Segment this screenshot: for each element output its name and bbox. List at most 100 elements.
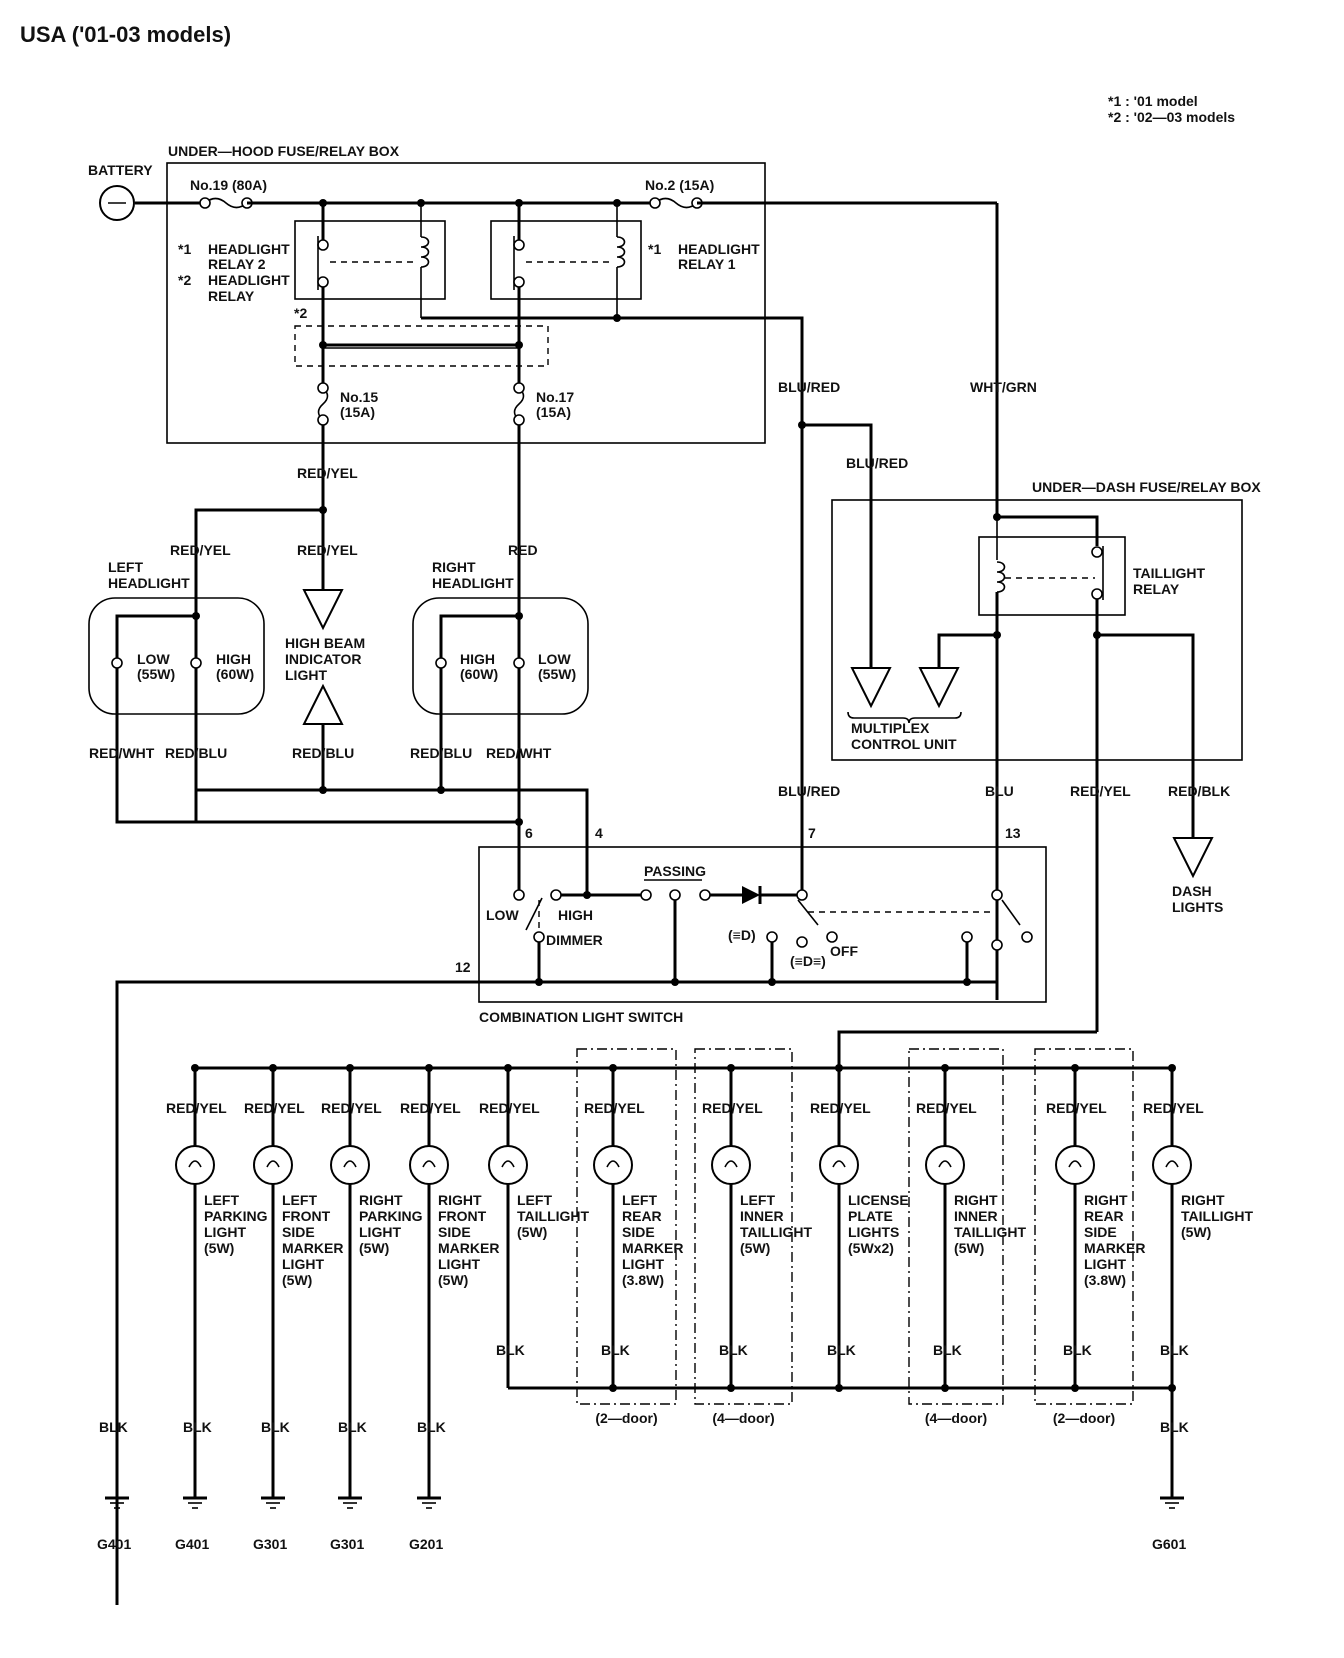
wire <box>196 788 589 896</box>
wire-label: BLK <box>338 1419 367 1435</box>
high-beam-bulb-icon <box>190 657 202 669</box>
fuse-2-icon <box>654 197 698 209</box>
underdash-title: UNDER—DASH FUSE/RELAY BOX <box>1032 479 1261 495</box>
door-option-box <box>694 1048 793 1405</box>
fuse-15-icon <box>317 387 329 421</box>
relay2-label-1: HEADLIGHT <box>208 241 290 257</box>
wire-label: BLK <box>933 1342 962 1358</box>
wire-label: BLU/RED <box>778 379 840 395</box>
filament-icon <box>1165 1160 1179 1168</box>
splice-dot <box>535 978 543 986</box>
lamp-label: FRONT <box>438 1208 487 1224</box>
underhood-title: UNDER—HOOD FUSE/RELAY BOX <box>168 143 400 159</box>
lamp-label: MARKER <box>1084 1240 1145 1256</box>
lamp-bulb-icon <box>593 1145 633 1185</box>
lamp-label: PARKING <box>204 1208 268 1224</box>
low-watt: (55W) <box>538 666 576 682</box>
wire-label: RED/YEL <box>166 1100 227 1116</box>
lamp-label: MARKER <box>282 1240 343 1256</box>
low-beam-bulb-icon <box>513 657 525 669</box>
terminal <box>669 889 681 901</box>
wire-label: RED/YEL <box>244 1100 305 1116</box>
page-title: USA ('01-03 models) <box>20 22 231 47</box>
door-option-box <box>1034 1048 1134 1405</box>
wire <box>997 515 1099 546</box>
lamp-label: REAR <box>622 1208 662 1224</box>
wire-label: BLK <box>719 1342 748 1358</box>
filament-icon <box>724 1160 738 1168</box>
right-headlight-label-1: RIGHT <box>432 559 476 575</box>
fuse-17-icon <box>513 387 525 421</box>
filament-icon <box>188 1160 202 1168</box>
relay1-label-2: RELAY 1 <box>678 256 736 272</box>
door-note: (4—door) <box>925 1410 987 1426</box>
star2-marker: *2 <box>294 305 307 321</box>
splice-dot <box>609 1384 617 1392</box>
lamp-label: RIGHT <box>1181 1192 1225 1208</box>
lamp-label: RIGHT <box>438 1192 482 1208</box>
lamp-label: TAILLIGHT <box>954 1224 1027 1240</box>
wire-label: RED/WHT <box>486 745 552 761</box>
high-watt: (60W) <box>460 666 498 682</box>
wire-label: BLK <box>601 1342 630 1358</box>
lamp-bulb-icon <box>253 1145 293 1185</box>
filament-icon <box>266 1160 280 1168</box>
underdash-fuse-relay-box <box>831 499 1243 761</box>
wire <box>937 633 997 668</box>
wire <box>439 614 519 660</box>
lamp-label: LICENSE <box>848 1192 909 1208</box>
splice-dot <box>319 786 327 794</box>
pin-label: 7 <box>808 825 816 841</box>
ground-label: G301 <box>330 1536 364 1552</box>
filament-icon <box>343 1160 357 1168</box>
terminal <box>1021 931 1033 943</box>
taillight-relay-label-2: RELAY <box>1133 581 1180 597</box>
wire-label: BLK <box>1160 1419 1189 1435</box>
splice-dot <box>1168 1384 1176 1392</box>
splice-dot <box>437 786 445 794</box>
wire-label: RED <box>508 542 538 558</box>
fuse-17-rating: (15A) <box>536 404 571 420</box>
splice-dot <box>963 978 971 986</box>
lamp-label: (5W) <box>517 1224 547 1240</box>
high-beam-bulb-icon <box>435 657 447 669</box>
diode-icon <box>742 886 760 904</box>
terminal <box>640 889 652 901</box>
relay-marker: *1 <box>178 241 191 257</box>
ground-label: G401 <box>175 1536 209 1552</box>
splice-dot <box>671 978 679 986</box>
mcu-label-2: CONTROL UNIT <box>851 736 957 752</box>
lamp-label: (5W) <box>954 1240 984 1256</box>
wire-label: RED/WHT <box>89 745 155 761</box>
lamp-label: LIGHT <box>204 1224 246 1240</box>
splice-dot <box>192 612 200 620</box>
terminal <box>317 239 329 251</box>
lamp-label: REAR <box>1084 1208 1124 1224</box>
wire-label: RED/YEL <box>1070 783 1131 799</box>
high-beam-label-3: LIGHT <box>285 667 327 683</box>
relay-marker: *2 <box>178 272 191 288</box>
ground-label: G401 <box>97 1536 131 1552</box>
models-02-03-box <box>294 325 549 367</box>
wire-label: BLK <box>1160 1342 1189 1358</box>
fuse-15-rating: (15A) <box>340 404 375 420</box>
wire <box>421 316 804 898</box>
lamp-label: LEFT <box>740 1192 775 1208</box>
wire-label: RED/BLU <box>165 745 227 761</box>
terminal <box>961 931 973 943</box>
dimmer-label: DIMMER <box>546 932 603 948</box>
dash-lights-label-2: LIGHTS <box>1172 899 1223 915</box>
high-label: HIGH <box>216 651 251 667</box>
wire <box>1001 899 1021 926</box>
fuse-15-label: No.15 <box>340 389 378 405</box>
filament-icon <box>1068 1160 1082 1168</box>
lamp-label: (5W) <box>740 1240 770 1256</box>
high-label: HIGH <box>558 907 593 923</box>
splice-dot <box>515 612 523 620</box>
ground-label: G601 <box>1152 1536 1186 1552</box>
taillight-relay-coil-icon <box>996 561 1006 593</box>
left-headlight-label-2: HEADLIGHT <box>108 575 190 591</box>
switch-common <box>991 889 1003 901</box>
switch-common <box>796 889 808 901</box>
